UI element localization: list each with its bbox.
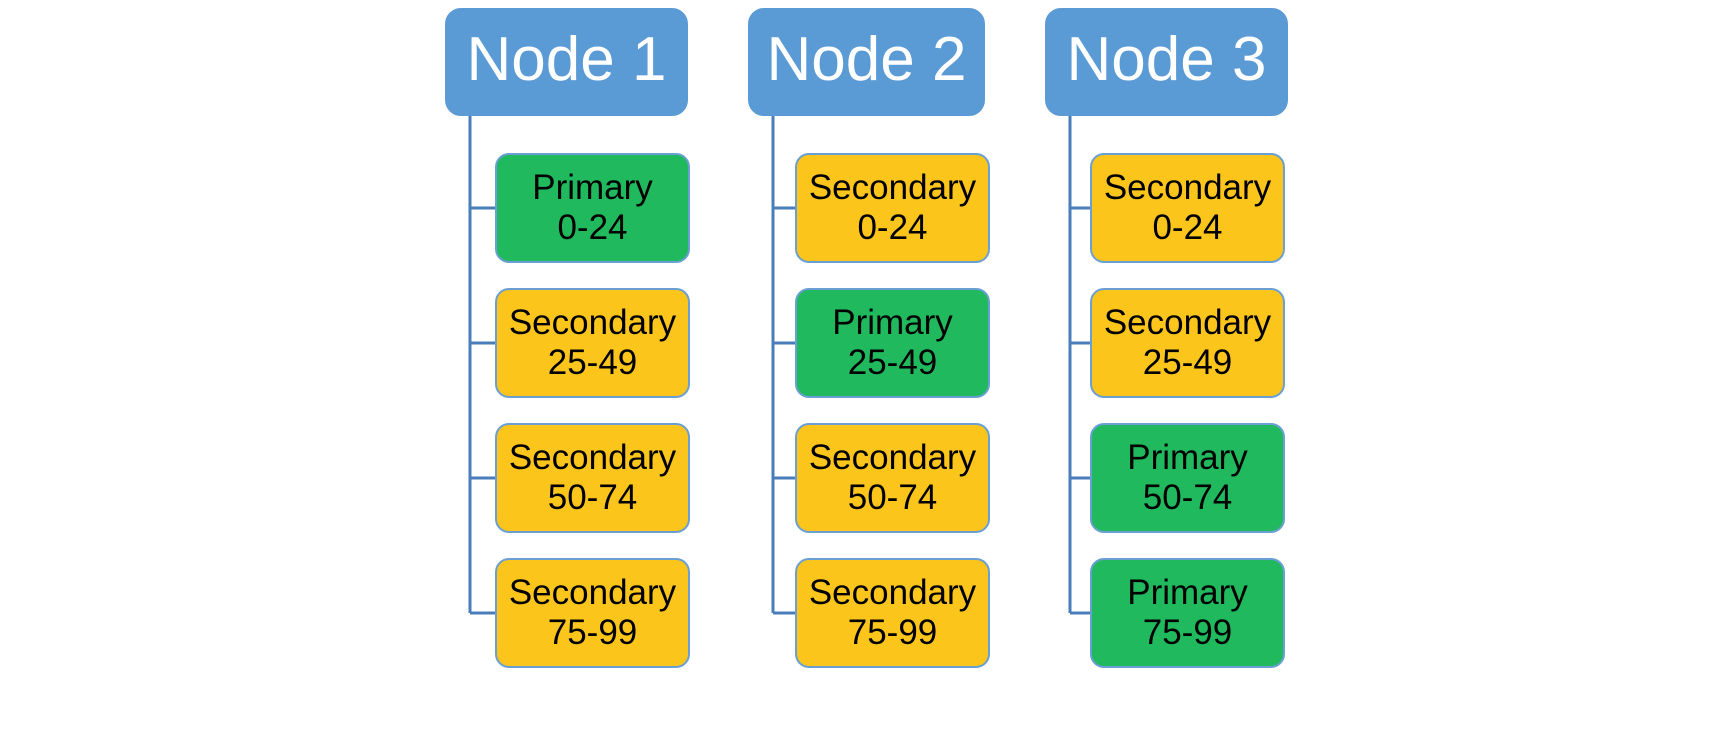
- shard-role: Primary: [832, 303, 953, 343]
- shard-box-node-3-0[interactable]: Secondary 0-24: [1090, 153, 1285, 263]
- shard-range: 75-99: [547, 613, 638, 652]
- node-header-label: Node 2: [766, 24, 967, 94]
- shard-role: Primary: [532, 168, 653, 208]
- shard-range: 75-99: [1142, 613, 1233, 652]
- shard-role: Secondary: [808, 573, 977, 613]
- shard-role: Secondary: [808, 168, 977, 208]
- shard-role: Secondary: [508, 438, 677, 478]
- shard-role: Primary: [1127, 573, 1248, 613]
- shard-box-node-1-1[interactable]: Secondary 25-49: [495, 288, 690, 398]
- shard-box-node-3-3[interactable]: Primary 75-99: [1090, 558, 1285, 668]
- shard-role: Secondary: [1103, 168, 1272, 208]
- shard-role: Secondary: [1103, 303, 1272, 343]
- node-header-node-1[interactable]: Node 1: [445, 8, 688, 116]
- shard-range: 25-49: [847, 343, 938, 382]
- node-header-label: Node 3: [1066, 24, 1267, 94]
- shard-range: 50-74: [547, 478, 638, 517]
- connector-group-node-3: [1068, 116, 1092, 615]
- node-header-node-3[interactable]: Node 3: [1045, 8, 1288, 116]
- shard-range: 25-49: [547, 343, 638, 382]
- shard-range: 0-24: [857, 208, 928, 247]
- shard-range: 25-49: [1142, 343, 1233, 382]
- shard-box-node-1-0[interactable]: Primary 0-24: [495, 153, 690, 263]
- shard-box-node-3-2[interactable]: Primary 50-74: [1090, 423, 1285, 533]
- shard-box-node-1-3[interactable]: Secondary 75-99: [495, 558, 690, 668]
- shard-role: Secondary: [508, 573, 677, 613]
- node-header-node-2[interactable]: Node 2: [748, 8, 985, 116]
- shard-role: Primary: [1127, 438, 1248, 478]
- shard-box-node-2-1[interactable]: Primary 25-49: [795, 288, 990, 398]
- shard-range: 0-24: [1152, 208, 1223, 247]
- shard-role: Secondary: [508, 303, 677, 343]
- shard-range: 50-74: [1142, 478, 1233, 517]
- shard-box-node-2-0[interactable]: Secondary 0-24: [795, 153, 990, 263]
- shard-box-node-2-2[interactable]: Secondary 50-74: [795, 423, 990, 533]
- shard-range: 75-99: [847, 613, 938, 652]
- shard-box-node-3-1[interactable]: Secondary 25-49: [1090, 288, 1285, 398]
- shard-range: 0-24: [557, 208, 628, 247]
- connector-group-node-2: [771, 116, 797, 615]
- shard-range: 50-74: [847, 478, 938, 517]
- shard-box-node-2-3[interactable]: Secondary 75-99: [795, 558, 990, 668]
- shard-box-node-1-2[interactable]: Secondary 50-74: [495, 423, 690, 533]
- connector-group-node-1: [468, 116, 497, 615]
- node-header-label: Node 1: [466, 24, 667, 94]
- shard-role: Secondary: [808, 438, 977, 478]
